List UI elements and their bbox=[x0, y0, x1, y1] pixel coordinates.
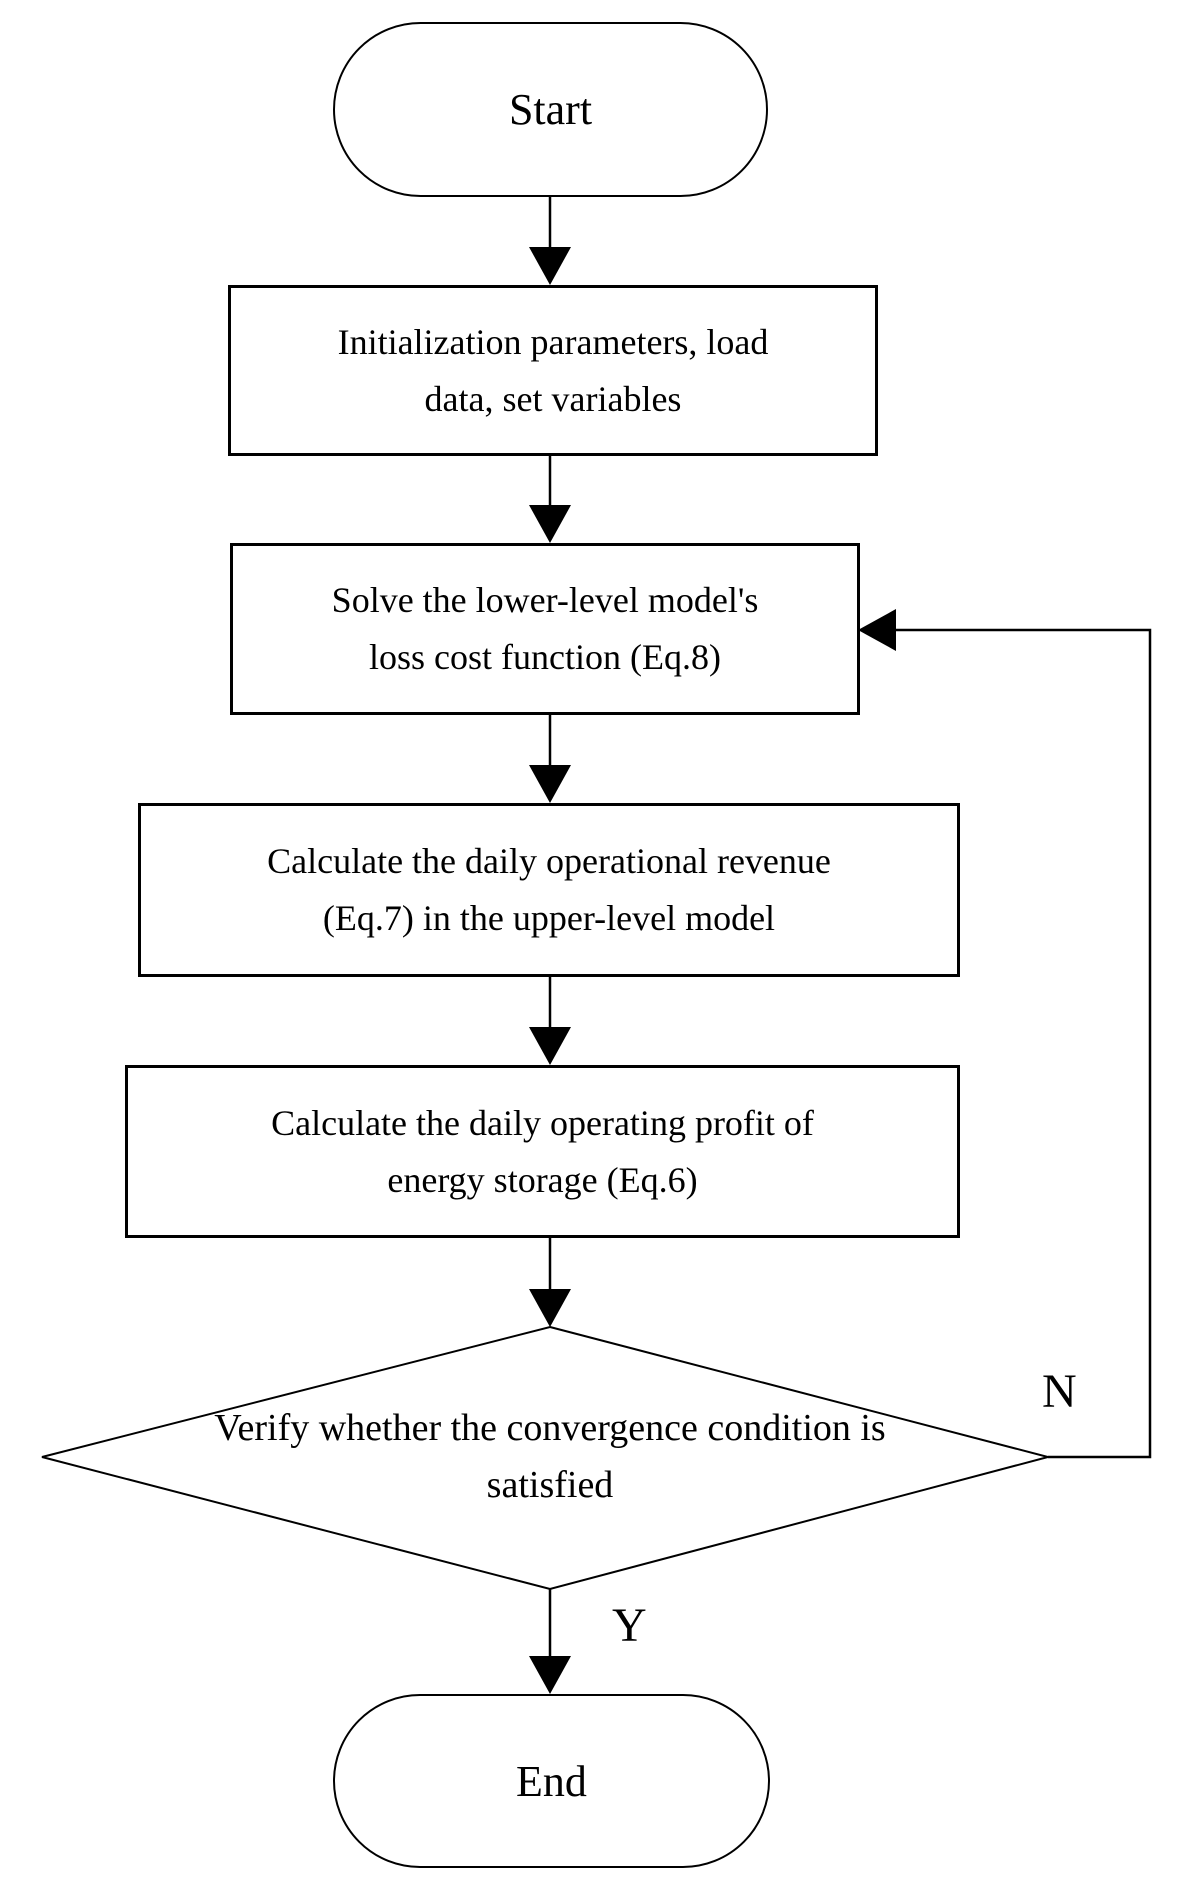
connector-revenue-to-profit bbox=[529, 977, 571, 1065]
node-solve-lower-level-label: Solve the lower-level model's loss cost … bbox=[331, 580, 759, 677]
branch-label-yes: Y bbox=[612, 1599, 647, 1652]
node-end: End bbox=[333, 1694, 770, 1868]
connector-decision-to-end bbox=[529, 1589, 571, 1694]
connector-start-to-init bbox=[529, 197, 571, 285]
feedback-line bbox=[896, 628, 1152, 1459]
node-start: Start bbox=[333, 22, 768, 197]
arrow-down-icon bbox=[529, 765, 571, 803]
node-start-label: Start bbox=[508, 85, 593, 134]
node-initialization: Initialization parameters, load data, se… bbox=[228, 285, 878, 456]
node-convergence-decision: Verify whether the convergence condition… bbox=[150, 1400, 950, 1514]
arrow-down-icon bbox=[529, 505, 571, 543]
node-end-label: End bbox=[516, 1756, 587, 1806]
connector-solve-to-revenue bbox=[529, 715, 571, 803]
arrow-down-icon bbox=[529, 1027, 571, 1065]
node-daily-revenue: Calculate the daily operational revenue … bbox=[138, 803, 960, 977]
node-daily-profit-label: Calculate the daily operating profit of … bbox=[271, 1102, 814, 1200]
node-solve-lower-level: Solve the lower-level model's loss cost … bbox=[230, 543, 860, 715]
node-daily-profit: Calculate the daily operating profit of … bbox=[125, 1065, 960, 1238]
node-convergence-decision-label: Verify whether the convergence condition… bbox=[214, 1407, 886, 1506]
connector-decision-to-solve-feedback bbox=[858, 609, 1152, 1459]
arrow-down-icon bbox=[529, 1656, 571, 1694]
node-daily-revenue-label: Calculate the daily operational revenue … bbox=[267, 841, 831, 938]
node-initialization-label: Initialization parameters, load data, se… bbox=[337, 321, 769, 419]
connector-profit-to-decision bbox=[529, 1238, 571, 1327]
branch-label-no: N bbox=[1042, 1365, 1077, 1418]
arrow-down-icon bbox=[529, 1289, 571, 1327]
connector-init-to-solve bbox=[529, 456, 571, 543]
arrow-down-icon bbox=[529, 247, 571, 285]
arrow-left-icon bbox=[858, 609, 896, 651]
